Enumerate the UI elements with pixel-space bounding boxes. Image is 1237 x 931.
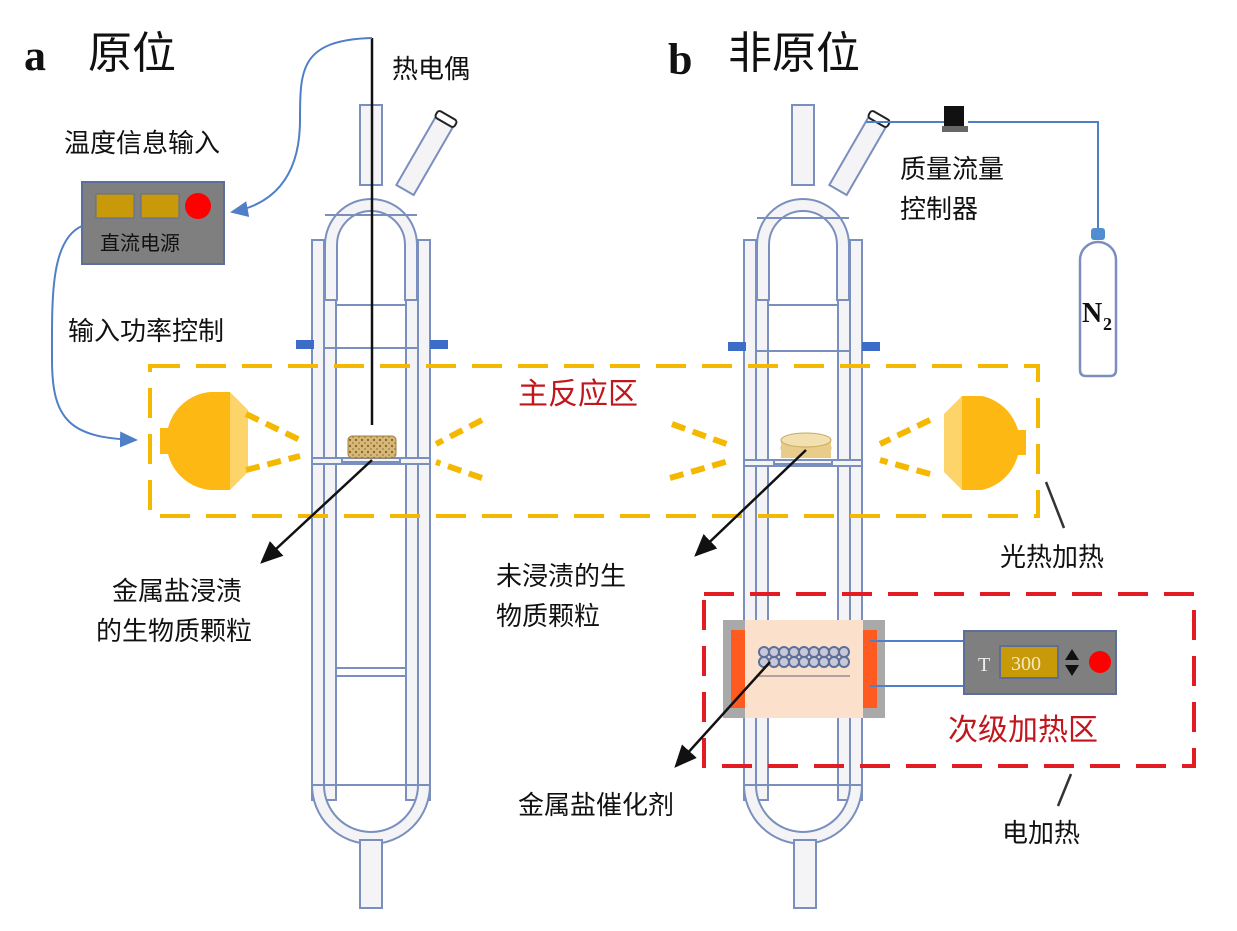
furnace [723,620,885,718]
panel-a-letter: a [24,31,46,80]
dc-power-supply: 直流电源 [81,181,225,265]
electric-pointer [1056,773,1073,807]
temperature-value: 300 [1011,653,1041,675]
up-down-arrows-icon [1065,649,1079,676]
temperature-controller: T 300 [963,630,1117,695]
panel-b-title: b 非原位 [668,28,860,84]
catalyst-label: 金属盐催化剂 [518,791,674,821]
display-left [95,193,135,219]
n2-cylinder: N 2 [1078,228,1118,378]
heater-right [863,630,877,708]
heater-left [731,630,745,708]
power-control-wire [50,225,138,448]
indicator-light-icon [185,193,211,219]
thermocouple-label: 热电偶 [392,55,470,85]
impregnated-label-1: 金属盐浸渍 [112,577,242,607]
unimpregnated-label-2: 物质颗粒 [496,602,600,632]
gas-line [866,121,1099,230]
gas-label: N [1082,298,1102,329]
light-rays [244,411,932,481]
impregnated-pellet [347,435,397,459]
lamp-left-icon [160,392,248,490]
mfc-label-2: 控制器 [900,195,978,225]
photothermal-label: 光热加热 [1000,543,1104,573]
clamp [430,340,448,349]
main-reaction-zone-border [148,364,1040,518]
reactor-b [728,104,891,909]
impregnated-label-2: 的生物质颗粒 [96,617,252,647]
indicator-light-icon [1089,651,1111,673]
temp-signal-wire [230,37,373,217]
mfc-label-1: 质量流量 [900,155,1004,185]
reactor-a [296,38,458,909]
catalyst-pointer [674,661,771,768]
panel-a-heading: 原位 [88,28,176,79]
electric-heating-label: 电加热 [1002,819,1080,849]
clamp [862,342,880,351]
dc-power-label: 直流电源 [100,231,180,255]
temp-input-label: 温度信息输入 [64,129,220,159]
reactor-a-side-port [394,110,458,197]
photothermal-pointer [1044,481,1066,529]
main-zone-label: 主反应区 [518,377,638,412]
mass-flow-controller-icon [942,106,968,132]
clamp [728,342,746,351]
unimpregnated-label-1: 未浸渍的生 [496,562,626,592]
pellet-pointer-a [260,459,373,564]
panel-b-letter: b [668,35,692,84]
clamp [296,340,314,349]
panel-b-heading: 非原位 [728,28,860,79]
secondary-zone-border [702,592,1196,768]
catalyst-beads [758,646,850,668]
lamp-right-icon [944,396,1026,490]
gas-label-subscript: 2 [1103,314,1112,334]
panel-a-title: a 原位 [24,28,176,80]
display-right [140,193,180,219]
secondary-zone-label: 次级加热区 [948,713,1098,748]
power-control-label: 输入功率控制 [68,317,224,347]
controller-label: T [978,654,990,676]
pellet-pointer-b [694,449,807,557]
temperature-display [999,645,1059,679]
